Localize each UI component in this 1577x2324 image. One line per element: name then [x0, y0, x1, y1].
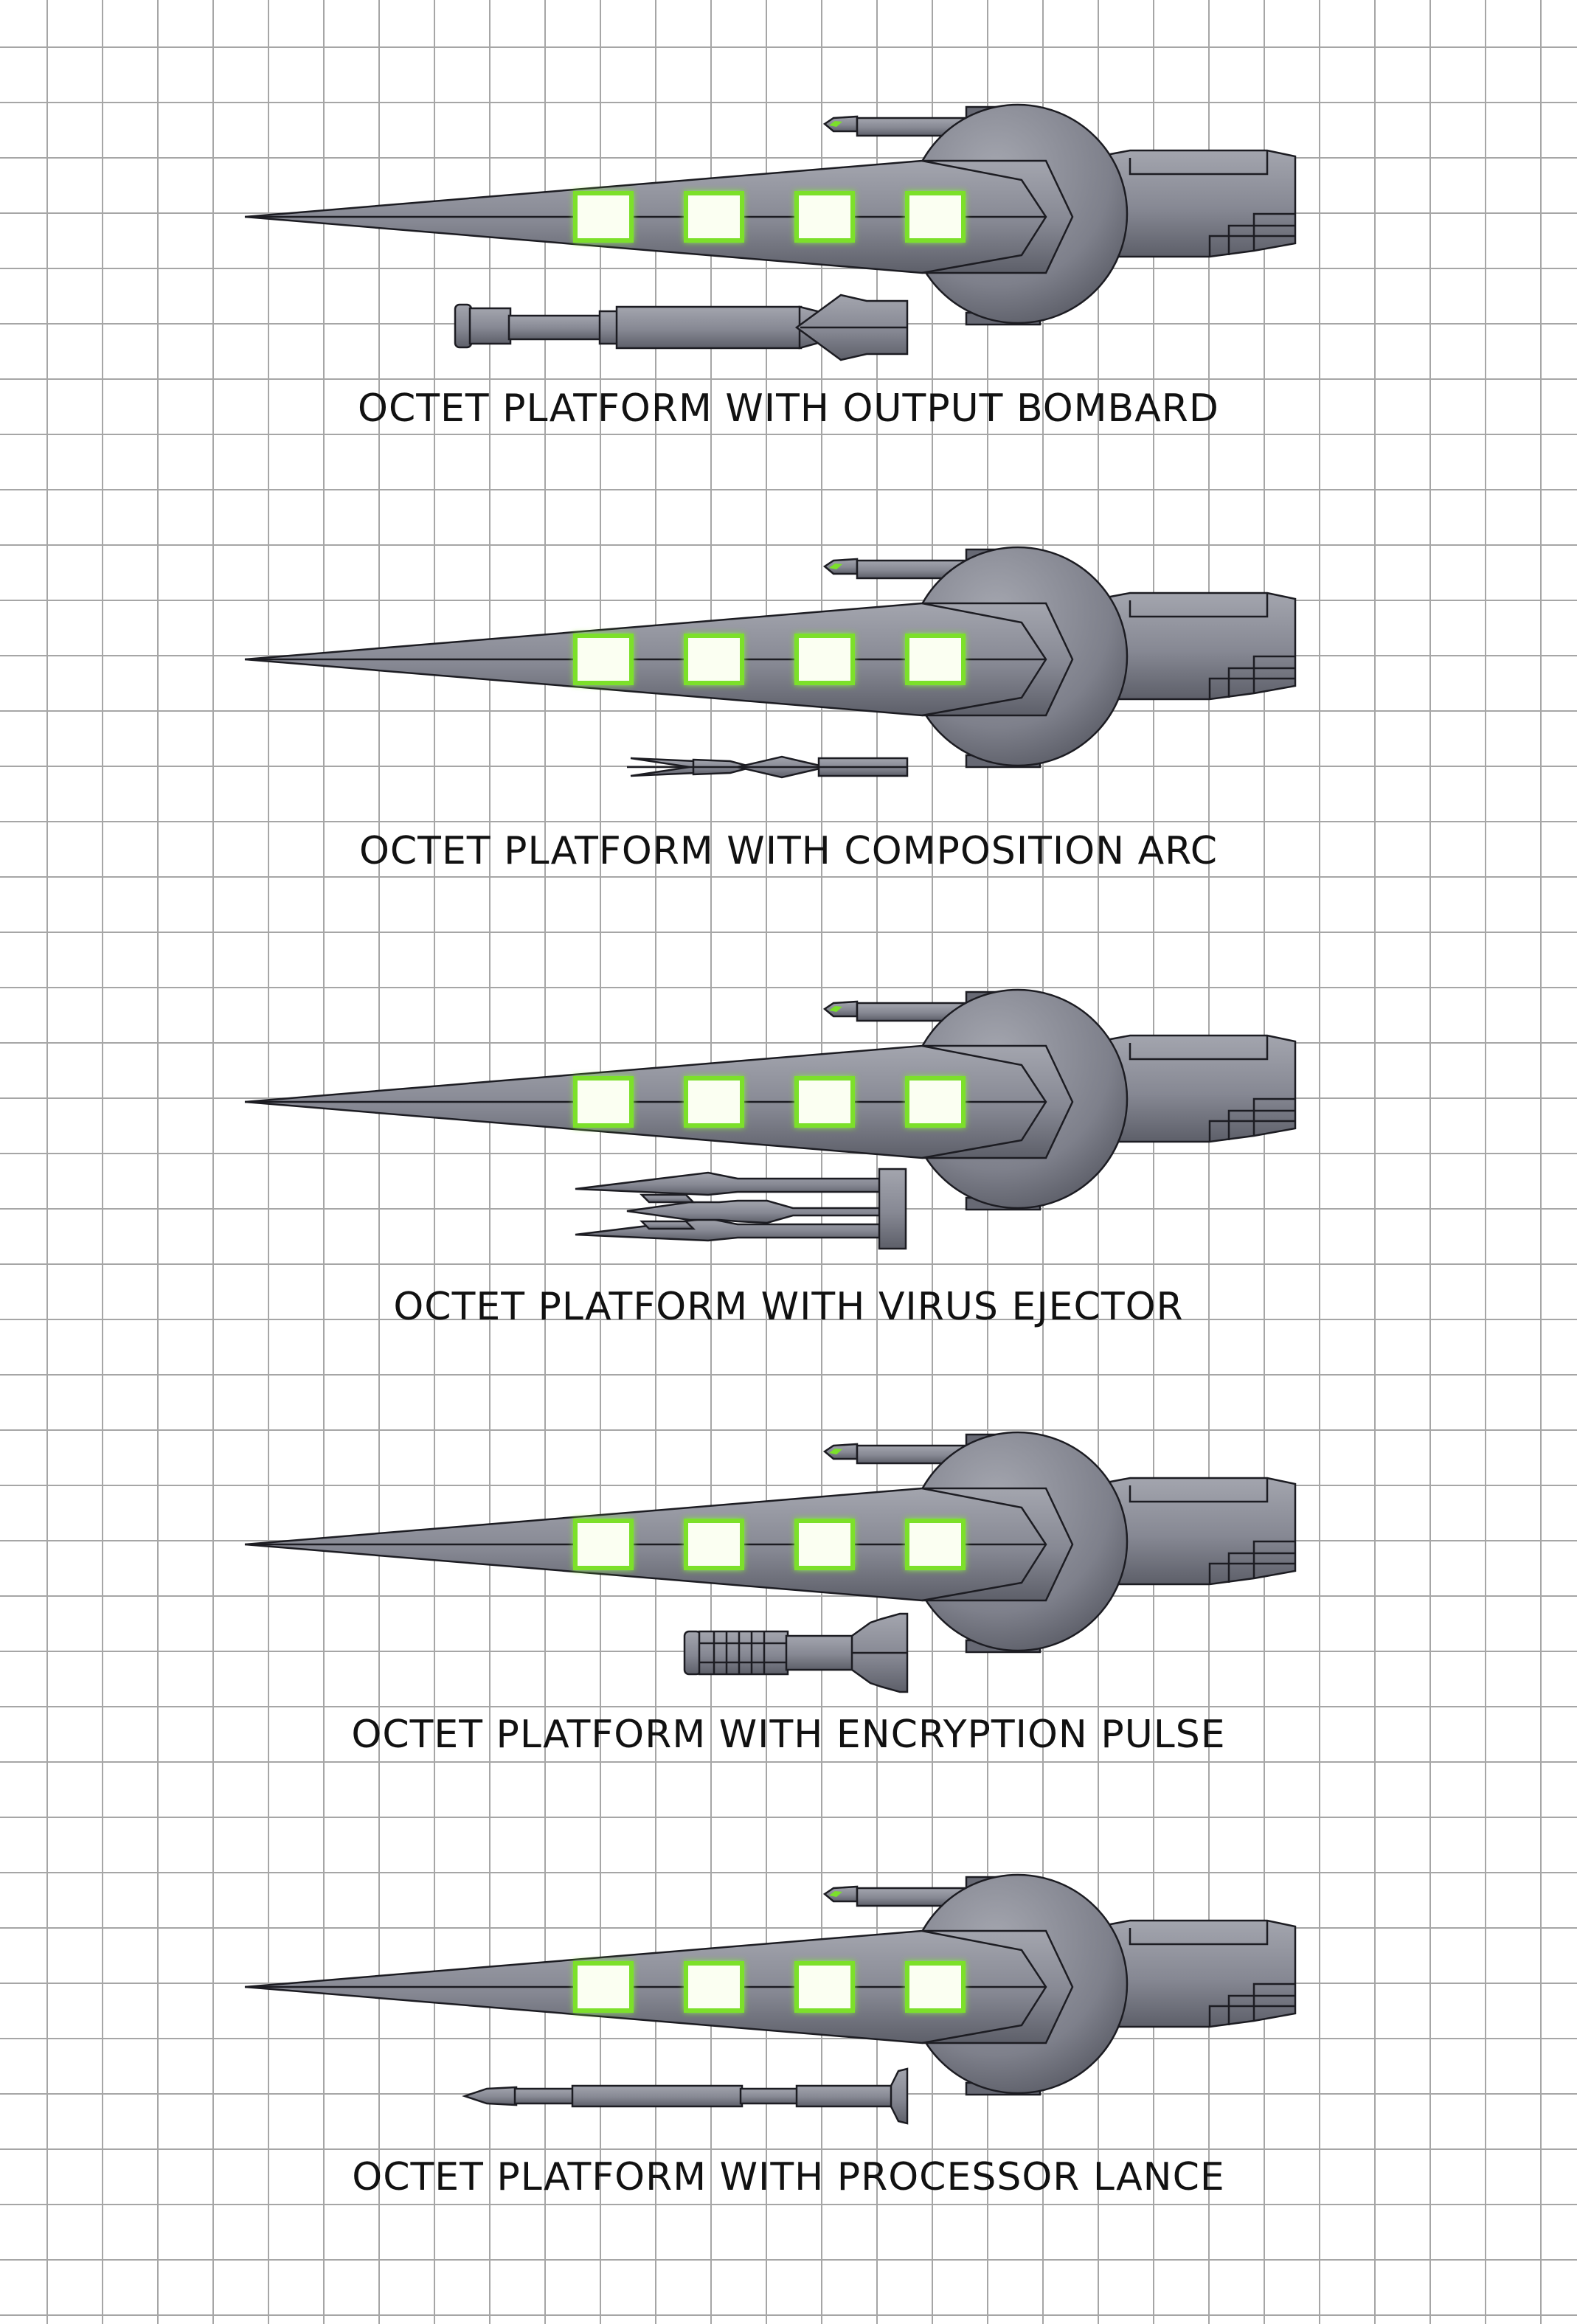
hull-window — [905, 1519, 966, 1570]
ship-illustration-2 — [244, 546, 1297, 779]
composition-arc-weapon — [627, 755, 909, 779]
encryption-pulse-weapon — [683, 1612, 909, 1693]
variant-caption: OCTET PLATFORM WITH PROCESSOR LANCE — [352, 2155, 1225, 2199]
octet-platform-ship — [244, 546, 1297, 769]
engine-block — [1105, 149, 1297, 258]
engine-block — [1105, 1477, 1297, 1586]
hull-window — [794, 1961, 855, 2013]
cannon-light — [829, 1449, 842, 1454]
hull-window — [794, 191, 855, 243]
hull-window — [684, 634, 744, 685]
variant-panel-4: OCTET PLATFORM WITH ENCRYPTION PULSE — [0, 1328, 1577, 1770]
cannon-light — [829, 1006, 842, 1012]
hull-window — [794, 634, 855, 685]
engine-block — [1105, 592, 1297, 701]
processor-lance-weapon — [462, 2067, 909, 2125]
nose-cannon — [822, 1443, 859, 1460]
virus-ejector-weapon — [575, 1168, 907, 1250]
variant-panel-5: OCTET PLATFORM WITH PROCESSOR LANCE — [0, 1770, 1577, 2213]
hull-window — [684, 1076, 744, 1128]
variant-panel-3: OCTET PLATFORM WITH VIRUS EJECTOR — [0, 885, 1577, 1329]
ship-illustration-5 — [244, 1873, 1297, 2125]
octet-platform-ship — [244, 1873, 1297, 2096]
nose-cannon — [822, 115, 859, 133]
variant-caption: OCTET PLATFORM WITH ENCRYPTION PULSE — [351, 1713, 1226, 1757]
hull-window — [684, 1519, 744, 1570]
variant-caption: OCTET PLATFORM WITH COMPOSITION ARC — [358, 829, 1219, 873]
cannon-light — [829, 563, 842, 569]
hull-window — [905, 634, 966, 685]
octet-platform-ship — [244, 1431, 1297, 1654]
nose-cannon — [822, 1000, 859, 1018]
hull-window — [573, 1519, 634, 1570]
hull-window — [794, 1519, 855, 1570]
octet-platform-ship — [244, 103, 1297, 326]
hull-window — [573, 191, 634, 243]
variant-panel-1: OCTET PLATFORM WITH OUTPUT BOMBARD — [0, 0, 1577, 443]
hull-window — [905, 191, 966, 243]
hull-window — [905, 1961, 966, 2013]
hull-window — [573, 1961, 634, 2013]
hull-window — [905, 1076, 966, 1128]
hull-window — [573, 1076, 634, 1128]
hull-window — [684, 191, 744, 243]
engine-block — [1105, 1919, 1297, 2028]
ship-illustration-3 — [244, 988, 1297, 1250]
engine-block — [1105, 1034, 1297, 1143]
ship-illustration-4 — [244, 1431, 1297, 1693]
ship-illustration-1 — [244, 103, 1297, 361]
cannon-light — [829, 121, 842, 127]
variant-caption: OCTET PLATFORM WITH OUTPUT BOMBARD — [358, 386, 1219, 431]
variant-panel-2: OCTET PLATFORM WITH COMPOSITION ARC — [0, 443, 1577, 885]
variant-caption: OCTET PLATFORM WITH VIRUS EJECTOR — [393, 1285, 1184, 1329]
nose-cannon — [822, 1885, 859, 1903]
hull-window — [794, 1076, 855, 1128]
nose-cannon — [822, 558, 859, 575]
cannon-light — [829, 1891, 842, 1897]
hull-window — [684, 1961, 744, 2013]
octet-platform-ship — [244, 988, 1297, 1211]
output-bombard-weapon — [454, 294, 909, 361]
hull-window — [573, 634, 634, 685]
